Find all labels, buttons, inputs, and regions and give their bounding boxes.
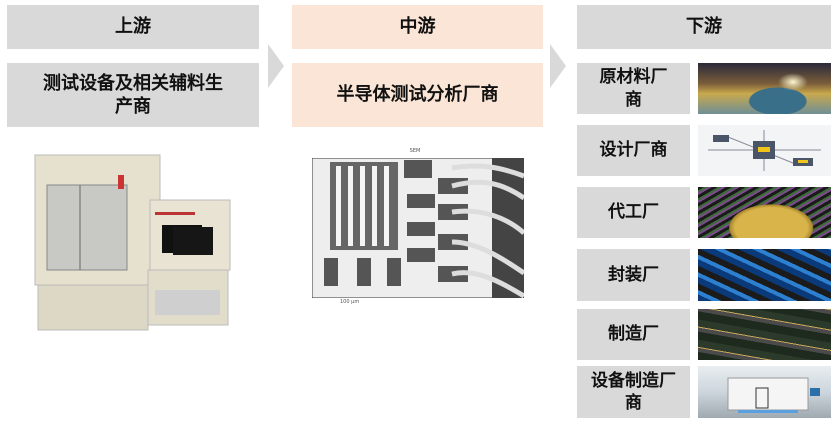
downstream-item-design: 设计厂商	[577, 125, 690, 176]
scale-bar-label: 100 µm	[340, 299, 360, 305]
equipment-image	[698, 366, 831, 418]
wafer-image	[698, 187, 831, 238]
downstream-item-equipment: 设备制造厂商	[577, 366, 690, 418]
arrow-right-icon	[550, 44, 566, 88]
downstream-item-packaging: 封装厂	[577, 249, 690, 301]
downstream-item-manufacturing: 制造厂	[577, 309, 690, 360]
upstream-header: 上游	[7, 5, 259, 49]
circuit-board-image	[698, 309, 831, 360]
upstream-title: 测试设备及相关辅料生产商	[7, 63, 259, 127]
chip-design-image	[698, 125, 831, 176]
arrow-right-icon	[268, 44, 284, 88]
sem-image: SEM 100 µm	[300, 148, 530, 308]
test-equipment-image	[34, 154, 231, 331]
downstream-header: 下游	[577, 5, 831, 49]
raw-materials-image	[698, 63, 831, 114]
downstream-item-raw-materials: 原材料厂商	[577, 63, 690, 114]
packaged-chips-image	[698, 249, 831, 301]
downstream-item-foundry: 代工厂	[577, 187, 690, 238]
sem-caption: SEM	[409, 148, 421, 154]
midstream-header: 中游	[292, 5, 543, 49]
midstream-title: 半导体测试分析厂商	[292, 63, 543, 127]
